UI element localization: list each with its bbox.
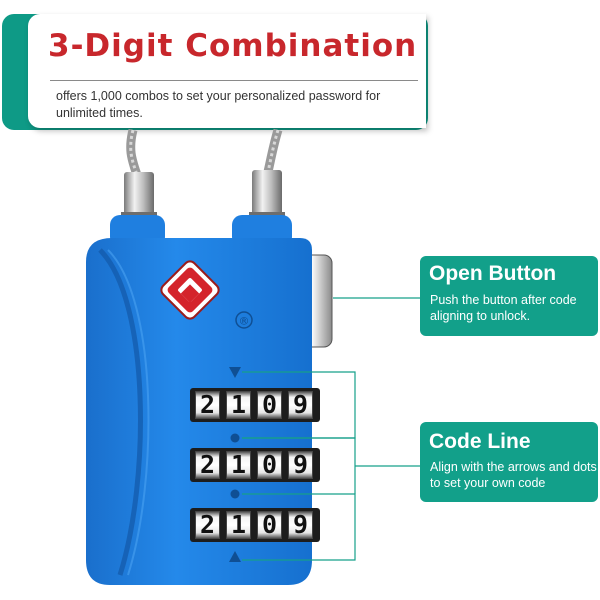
dial-digit[interactable]: 1 (226, 451, 251, 479)
open-button-callout: Open Button Push the button after code a… (420, 256, 598, 336)
dial-digit[interactable]: 9 (288, 391, 313, 419)
align-dot-1 (230, 433, 240, 443)
align-arrow-top (229, 367, 241, 378)
dial-digit[interactable]: 2 (195, 451, 220, 479)
dial-digit[interactable]: 1 (226, 391, 251, 419)
open-button-callout-title: Open Button (429, 262, 557, 285)
dial-digit[interactable]: 2 (195, 391, 220, 419)
header-banner (28, 14, 426, 128)
align-arrow-bottom (229, 551, 241, 562)
left-shackle-sleeve (124, 172, 154, 220)
dial-row-2[interactable]: 2 1 0 9 (190, 448, 320, 482)
dial-digit[interactable]: 2 (195, 511, 220, 539)
code-line-callout-title: Code Line (429, 430, 531, 453)
dial-digit[interactable]: 0 (257, 451, 282, 479)
align-dot-2 (230, 489, 240, 499)
right-shackle-sleeve (252, 170, 282, 220)
open-button-callout-text: Push the button after code aligning to u… (430, 293, 577, 323)
dial-digit[interactable]: 1 (226, 511, 251, 539)
dial-row-3[interactable]: 2 1 0 9 (190, 508, 320, 542)
code-line-callout-text: Align with the arrows and dots to set yo… (430, 460, 597, 490)
title-divider (50, 80, 418, 81)
dial-row-1[interactable]: 2 1 0 9 (190, 388, 320, 422)
code-line-leader (242, 371, 420, 561)
dial-digit[interactable]: 9 (288, 451, 313, 479)
tsa-logo-icon (160, 260, 220, 320)
registered-mark: ® (239, 315, 250, 328)
dial-digit[interactable]: 9 (288, 511, 313, 539)
page-title: 3-Digit Combination (48, 28, 418, 64)
dial-digit[interactable]: 0 (257, 391, 282, 419)
code-line-callout: Code Line Align with the arrows and dots… (420, 422, 598, 502)
dial-digit[interactable]: 0 (257, 511, 282, 539)
header-description: offers 1,000 combos to set your personal… (56, 89, 381, 120)
